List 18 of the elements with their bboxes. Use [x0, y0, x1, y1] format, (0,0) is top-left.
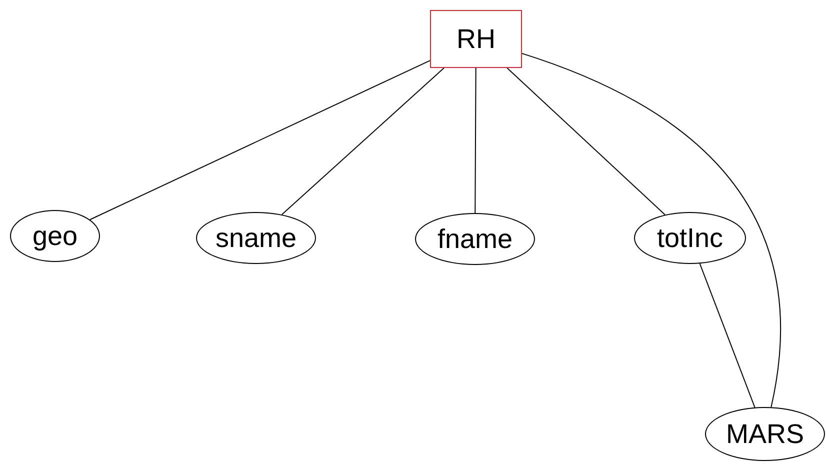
node-ellipse [634, 212, 746, 264]
node-label: geo [32, 220, 78, 252]
node-ellipse [705, 407, 825, 461]
node-ellipse [196, 212, 316, 264]
node-label: fname [437, 224, 513, 254]
node-label: RH [456, 24, 496, 54]
node-ellipse [415, 213, 535, 265]
node-box [430, 10, 522, 68]
connector-line [522, 52, 782, 408]
connector-line [89, 60, 430, 220]
connector-line [474, 68, 476, 214]
connector-line [699, 263, 756, 408]
node-label: totInc [656, 222, 724, 254]
node-label: sname [215, 222, 297, 254]
node-ellipse [10, 210, 100, 262]
node-label: MARS [726, 418, 804, 450]
connector-line [281, 68, 444, 216]
connector-line [506, 68, 666, 216]
